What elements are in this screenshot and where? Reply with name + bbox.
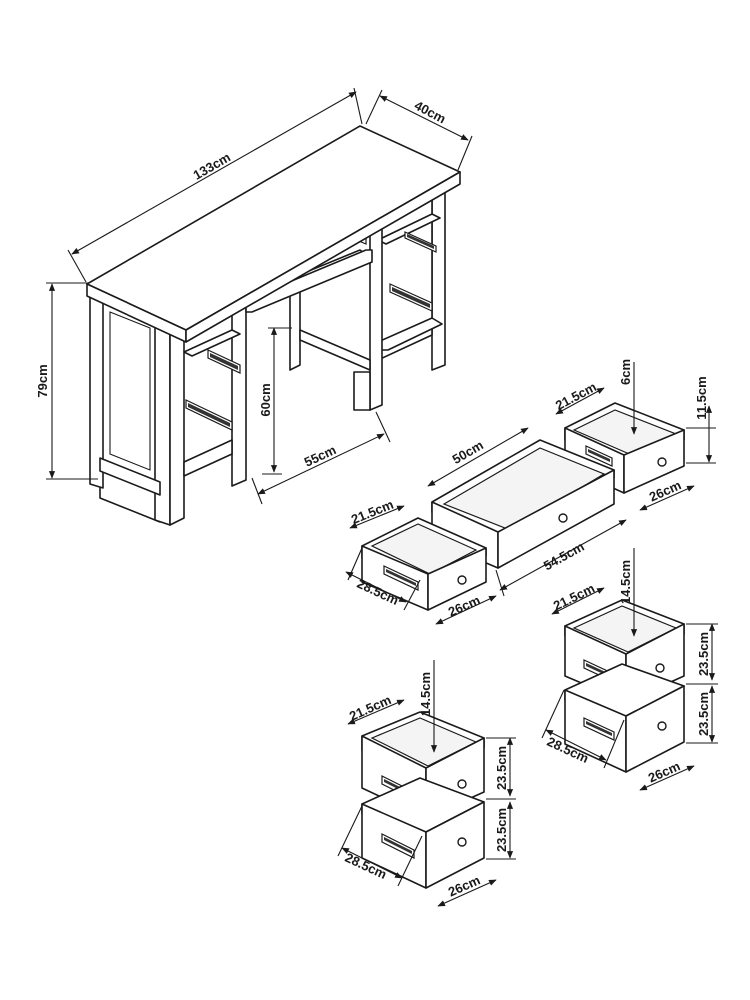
dim-line: [545, 729, 607, 761]
dim-line: [551, 587, 605, 615]
dim-line: [427, 427, 529, 487]
label-knee-width: 55cm: [302, 442, 338, 470]
lower-drawer-front: [425, 801, 485, 889]
left-side-panel-inset: [109, 311, 151, 471]
left-pedestal-upper-shelf: [183, 329, 241, 357]
drawer-front: [427, 547, 487, 611]
label-stack-right-depth: 21.5cm: [551, 581, 597, 614]
desk-back-right-leg: [431, 179, 446, 371]
label-stack-right-width: 26cm: [646, 758, 682, 785]
dim-ext: [541, 689, 565, 739]
dim-ext: [251, 477, 263, 505]
dim-line: [437, 879, 497, 907]
dim-ext: [347, 547, 363, 581]
right-pedestal-foot: [353, 371, 371, 411]
drawer-knob: [457, 575, 467, 585]
dim-line: [639, 765, 695, 791]
label-stack-left-upper-height: 23.5cm: [494, 746, 509, 790]
dim-ext: [457, 135, 473, 171]
dim-ext: [365, 89, 383, 125]
dim-line-knee-width: [257, 433, 385, 495]
upper-drawer-knob: [655, 663, 665, 673]
drawer-front: [623, 429, 685, 494]
right-pedestal-upper-shelf: [377, 213, 441, 245]
upper-drawer-knob: [457, 779, 467, 789]
drawer-knob: [657, 457, 667, 467]
lower-drawer-front: [625, 685, 685, 773]
label-drawer-small-left-depth: 21.5cm: [349, 497, 396, 527]
dim-ext: [337, 805, 363, 857]
label-drawer-small-right-width: 26cm: [647, 477, 683, 504]
label-knee-height: 60cm: [258, 383, 273, 416]
label-stack-right-lower-height: 23.5cm: [696, 692, 711, 736]
drawer-knob: [558, 513, 568, 523]
label-stack-left-depth: 21.5cm: [347, 692, 393, 724]
label-desk-depth: 40cm: [412, 98, 448, 127]
label-stack-right-inner-height: 14.5cm: [618, 560, 633, 604]
dim-line: [555, 387, 605, 415]
drawer-stack-left: 21.5cm 14.5cm 23.5cm 23.5cm 28.5cm 26cm: [337, 660, 516, 907]
lower-drawer-knob: [657, 721, 667, 731]
dim-ext: [397, 835, 423, 887]
drawer-small-right: 21.5cm 6cm 11.5cm 26cm: [553, 359, 716, 511]
dim-line: [639, 485, 695, 511]
label-stack-left-lower-height: 23.5cm: [494, 808, 509, 852]
left-pedestal-bottom-shelf: [183, 439, 233, 477]
desk-top-side-edge: [185, 171, 461, 343]
drawer-inner: [370, 523, 478, 575]
dim-ext: [495, 569, 505, 597]
dim-ext: [67, 249, 87, 283]
lower-drawer-knob: [457, 837, 467, 847]
dim-ext: [375, 411, 391, 443]
left-pedestal-front-leg-side: [169, 317, 185, 526]
label-drawer-small-right-depth: 21.5cm: [553, 379, 599, 413]
dim-ext: [403, 579, 421, 611]
dim-line-depth: [379, 95, 469, 141]
right-pedestal-stretcher: [299, 329, 371, 371]
label-drawer-center-width: 54.5cm: [541, 539, 587, 573]
left-pedestal-bottom-rail: [99, 457, 161, 496]
dim-line: [349, 505, 405, 529]
dim-line: [435, 595, 497, 625]
label-stack-left-inner-height: 14.5cm: [418, 672, 433, 716]
desk-center-apron: [245, 249, 373, 313]
label-desk-width: 133cm: [190, 149, 233, 182]
label-drawer-small-right-height: 11.5cm: [694, 376, 709, 419]
left-pedestal-inner-leg: [231, 301, 247, 487]
dim-line: [499, 519, 627, 591]
label-stack-right-upper-height: 23.5cm: [696, 632, 711, 676]
dim-line: [347, 699, 405, 725]
drawer-stack-right: 21.5cm 14.5cm 23.5cm 23.5cm 28.5cm 26cm: [541, 548, 718, 791]
dim-ext: [603, 719, 625, 769]
dim-line: [345, 571, 407, 603]
dim-ext: [353, 87, 363, 125]
label-desk-height: 79cm: [35, 364, 50, 397]
label-stack-left-width: 26cm: [446, 872, 482, 899]
dim-line: [341, 847, 403, 879]
dim-line-width: [71, 91, 357, 255]
label-drawer-small-right-inner-height: 6cm: [618, 359, 633, 385]
